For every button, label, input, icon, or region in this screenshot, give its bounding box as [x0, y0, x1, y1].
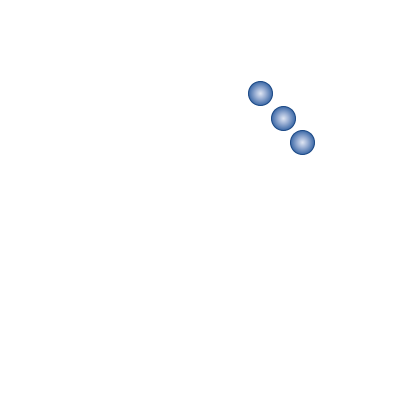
- dot-3: [290, 130, 315, 155]
- dot-1: [248, 81, 273, 106]
- dot-2: [271, 106, 296, 131]
